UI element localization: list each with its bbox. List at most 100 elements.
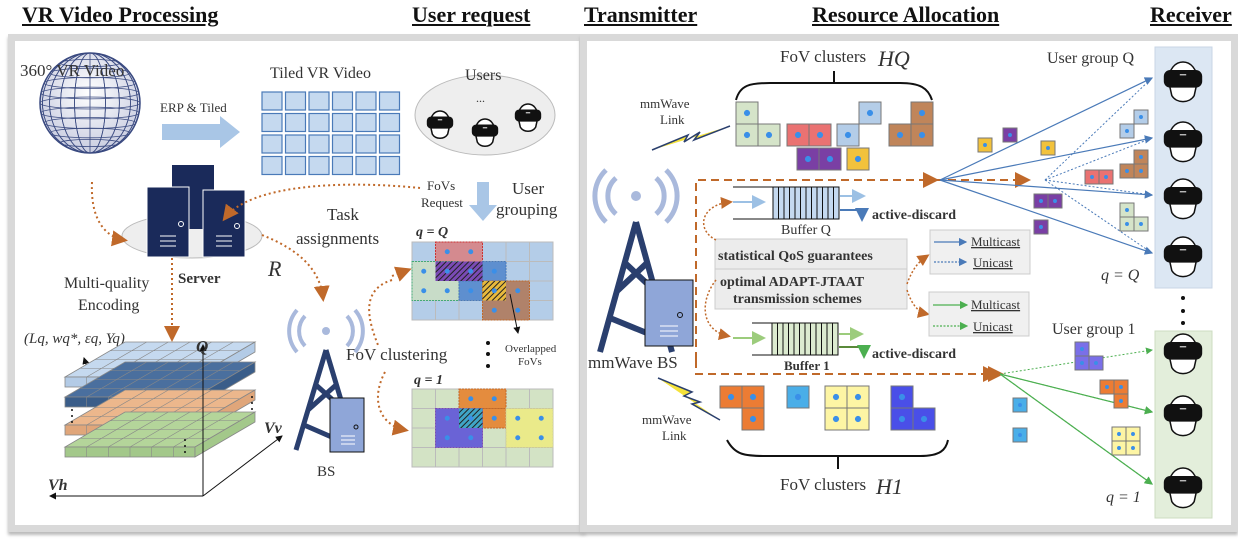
fov-dot bbox=[538, 435, 544, 441]
tile-dot bbox=[1131, 432, 1135, 436]
fov-tile bbox=[505, 388, 530, 409]
overlapped-label-1: Overlapped bbox=[505, 343, 557, 355]
tile bbox=[284, 134, 307, 154]
fov-tile bbox=[529, 241, 554, 262]
mmwave-link-bolt-top bbox=[651, 125, 731, 151]
fov-tile bbox=[435, 447, 460, 468]
q-eq-1-label: q = 1 bbox=[1106, 489, 1141, 506]
tile-dot bbox=[898, 415, 906, 423]
flow-cluster-up bbox=[368, 279, 393, 346]
active-discard-q: active-discard bbox=[872, 208, 956, 223]
axis-vv-label: Vv bbox=[264, 420, 283, 437]
encoding-label-1: Multi-quality bbox=[64, 275, 149, 292]
buffer-1-label: Buffer 1 bbox=[784, 358, 830, 373]
tile bbox=[378, 134, 401, 154]
header-vr-processing: VR Video Processing bbox=[22, 2, 219, 27]
header-user-request: User request bbox=[412, 2, 531, 27]
vr-headset-user-icon bbox=[1163, 333, 1203, 375]
tile-dot bbox=[1125, 129, 1129, 133]
tile bbox=[378, 155, 401, 176]
tile bbox=[331, 112, 354, 133]
header-transmitter: Transmitter bbox=[584, 2, 698, 27]
mmwave-link-top-2: Link bbox=[660, 112, 685, 127]
fov-tile bbox=[411, 427, 436, 448]
fov-tile bbox=[411, 408, 436, 429]
tile bbox=[284, 155, 307, 176]
fov-tile bbox=[435, 300, 460, 321]
users-ellipse bbox=[414, 74, 556, 156]
axis-vv bbox=[202, 435, 283, 497]
tile-dot bbox=[1039, 199, 1043, 203]
fov-clusters-top-symbol: HQ bbox=[877, 46, 910, 71]
tile bbox=[378, 91, 401, 111]
mmwave-link-bottom-2: Link bbox=[662, 428, 687, 443]
tile-dot bbox=[1131, 446, 1135, 450]
dashed-path-top bbox=[695, 172, 939, 360]
vr-video-label: 360° VR Video bbox=[20, 61, 124, 80]
tile-dot bbox=[794, 131, 802, 139]
tile bbox=[378, 112, 401, 133]
axis-vh-label: Vh bbox=[48, 477, 68, 494]
buffer-1-discard-arrow bbox=[839, 345, 871, 359]
tile-dot bbox=[794, 393, 802, 401]
vr-headset-user-icon bbox=[1163, 121, 1203, 163]
fov-dot bbox=[468, 415, 474, 421]
fov-tile bbox=[529, 280, 554, 301]
user-group-1-label: User group 1 bbox=[1052, 321, 1136, 338]
tile-dot bbox=[896, 131, 904, 139]
tile-dot bbox=[854, 155, 862, 163]
fov-tile bbox=[505, 447, 530, 468]
tile bbox=[355, 134, 377, 154]
fov-tile bbox=[411, 447, 436, 468]
active-discard-1: active-discard bbox=[872, 347, 956, 362]
vr-headset-user-icon bbox=[1163, 178, 1203, 220]
tile-dot bbox=[1119, 399, 1123, 403]
tile bbox=[308, 134, 330, 154]
encoding-tuple: (Lq, wq*, εq, Yq) bbox=[24, 331, 125, 347]
fov-clusters-top bbox=[735, 101, 934, 171]
qos-box bbox=[714, 238, 908, 270]
tile-dot bbox=[866, 109, 874, 117]
fov-dot bbox=[444, 288, 450, 294]
unicast-link bbox=[1044, 137, 1153, 181]
flow-to-legend-1 bbox=[906, 289, 930, 318]
tile-dot bbox=[1039, 225, 1043, 229]
tile-dot bbox=[1117, 432, 1121, 436]
tile bbox=[261, 155, 283, 176]
legend-1-unicast: Unicast bbox=[973, 319, 1013, 334]
legend-q-multicast: Multicast bbox=[971, 234, 1020, 249]
tile-dot bbox=[1139, 155, 1143, 159]
legend-1-multicast: Multicast bbox=[971, 297, 1020, 312]
tile-dot bbox=[826, 155, 834, 163]
tile-dot bbox=[1018, 433, 1022, 437]
tile-dot bbox=[743, 109, 751, 117]
axis-q-label: Q bbox=[196, 337, 208, 356]
tile-dot bbox=[832, 393, 840, 401]
vr-headset-user-icon bbox=[1163, 236, 1203, 278]
tile-dot bbox=[1018, 403, 1022, 407]
fov-tile bbox=[529, 261, 554, 282]
tile bbox=[331, 134, 354, 154]
tile-dot bbox=[1008, 133, 1012, 137]
fov-clusters-top-label: FoV clusters bbox=[780, 47, 866, 66]
fov-grid-group-1 bbox=[411, 388, 554, 468]
dashed-path-bottom bbox=[695, 360, 999, 382]
multicast-link bbox=[939, 179, 1154, 255]
tile-dot bbox=[727, 393, 735, 401]
fov-dot bbox=[444, 435, 450, 441]
fov-tile bbox=[505, 261, 530, 282]
tile-dot bbox=[983, 143, 987, 147]
overlap-pointer bbox=[509, 293, 521, 334]
task-label-2: assignments bbox=[296, 229, 379, 248]
tile-dot bbox=[918, 131, 926, 139]
unicast-link bbox=[1044, 179, 1153, 254]
tile bbox=[308, 112, 330, 133]
fov-dot bbox=[515, 288, 521, 294]
flow-to-buffer-q bbox=[702, 196, 733, 241]
fov-tile bbox=[482, 447, 507, 468]
fov-tile bbox=[529, 447, 554, 468]
transmission-links-group-q bbox=[939, 77, 1154, 255]
vr-headset-user-icon bbox=[1163, 395, 1203, 437]
tile-dot bbox=[832, 415, 840, 423]
mmwave-bs-tower-icon bbox=[592, 168, 694, 353]
